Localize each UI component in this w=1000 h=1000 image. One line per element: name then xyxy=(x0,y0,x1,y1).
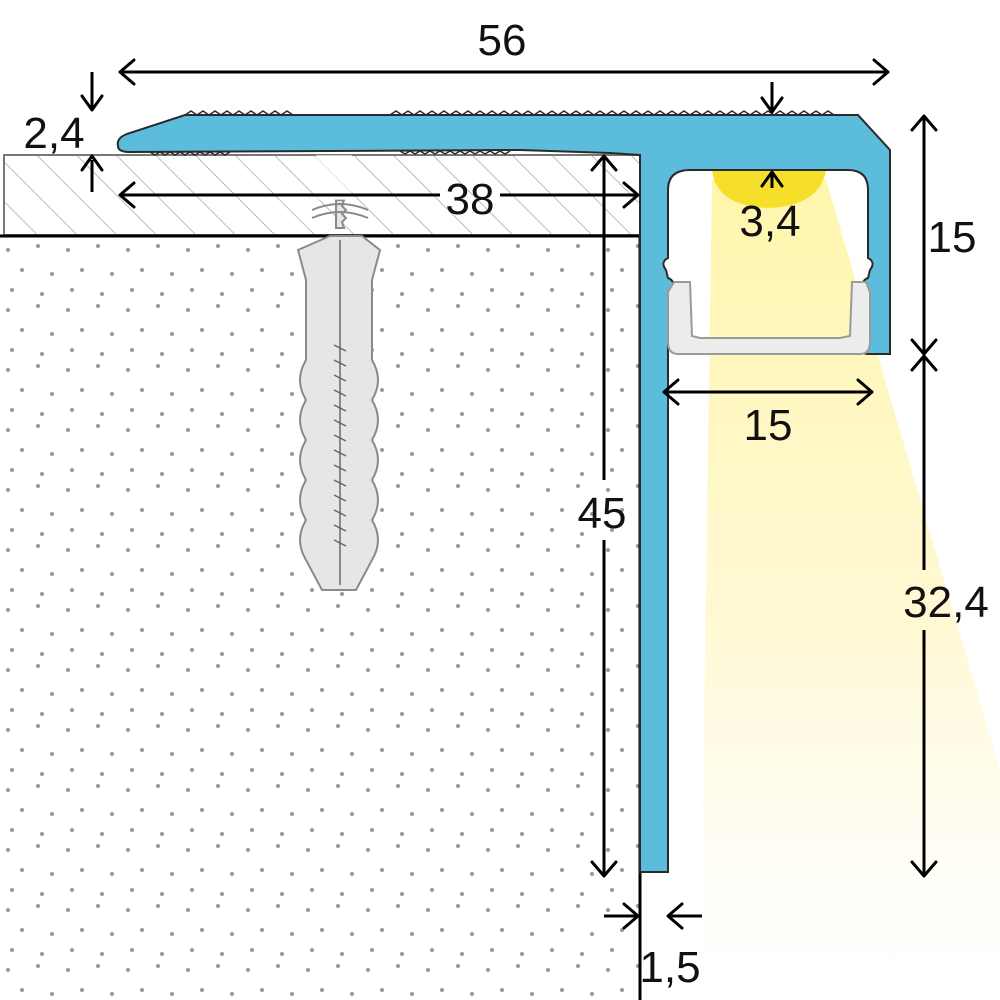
dimension-15-vertical: 15 xyxy=(910,114,977,356)
led-strip-holder xyxy=(667,281,871,355)
label-2-4: 2,4 xyxy=(23,109,84,158)
grip-teeth-top xyxy=(184,110,835,116)
dimension-2-4: 2,4 xyxy=(23,72,104,192)
dimension-15-horizontal: 15 xyxy=(662,378,874,450)
dimension-1-5: 1,5 xyxy=(604,902,702,992)
dimension-56: 56 xyxy=(118,16,890,86)
grip-teeth-bottom xyxy=(149,150,511,156)
dimension-32-4: 32,4 xyxy=(903,354,989,878)
label-32-4: 32,4 xyxy=(903,578,989,627)
label-3-4: 3,4 xyxy=(739,197,800,246)
label-15-horizontal: 15 xyxy=(744,401,793,450)
label-56: 56 xyxy=(478,16,527,65)
dimension-38: 38 xyxy=(118,175,640,224)
label-45: 45 xyxy=(578,489,627,538)
anchor-dowel xyxy=(296,155,382,591)
led-glow xyxy=(712,170,826,208)
label-15-vertical: 15 xyxy=(928,213,977,262)
label-38: 38 xyxy=(446,175,495,224)
dimension-3-4: 3,4 xyxy=(739,82,801,246)
label-1-5: 1,5 xyxy=(639,943,700,992)
dimension-45: 45 xyxy=(578,154,627,878)
